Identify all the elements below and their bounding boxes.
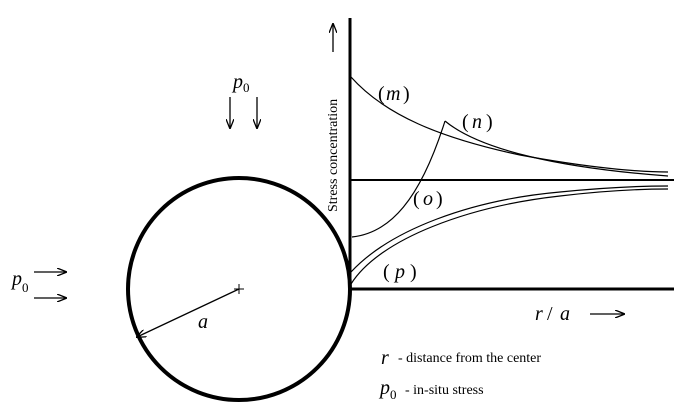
curve-n-letter: n — [472, 111, 482, 133]
curve-m — [350, 76, 669, 173]
legend-p-subscript: 0 — [390, 387, 397, 402]
horizontal-load-label: p 0 — [10, 268, 29, 295]
x-axis-label-slash: / — [547, 303, 553, 325]
legend-p0: p 0 - in-situ stress — [378, 377, 484, 402]
radius-arrow — [137, 288, 240, 337]
legend-r-text: - distance from the center — [398, 351, 541, 366]
horizontal-load-subscript: 0 — [22, 280, 29, 295]
horizontal-load-symbol: p — [10, 268, 22, 290]
curve-n — [444, 120, 669, 177]
vertical-load-subscript: 0 — [243, 80, 250, 95]
paren-open: ( — [378, 83, 385, 105]
curve-o-letter: o — [423, 188, 433, 210]
paren-close: ) — [410, 261, 417, 283]
paren-open: ( — [383, 261, 390, 283]
curve-label-m: ( m ) — [378, 83, 410, 105]
curve-m-letter: m — [386, 83, 400, 105]
legend-p-symbol: p — [378, 377, 390, 399]
vertical-load-label: p 0 — [231, 71, 250, 95]
curve-label-o: ( o ) — [413, 188, 443, 210]
paren-close: ) — [486, 111, 493, 133]
curve-p-upper — [350, 185, 669, 273]
curve-label-n: ( n ) — [462, 111, 493, 133]
radius-label: a — [198, 311, 208, 333]
legend-r-symbol: r — [381, 347, 389, 369]
paren-close: ) — [403, 83, 410, 105]
paren-open: ( — [413, 188, 420, 210]
paren-open: ( — [462, 111, 469, 133]
curve-label-p: ( p ) — [383, 261, 417, 283]
x-axis-label: r / a — [535, 303, 570, 325]
legend-p-text: - in-situ stress — [405, 383, 484, 398]
curve-o — [351, 120, 446, 238]
vertical-load-symbol: p — [231, 71, 243, 93]
legend-r: r - distance from the center — [381, 347, 541, 369]
y-axis-label: Stress concentration — [326, 99, 341, 212]
curve-p-lower — [350, 188, 669, 285]
curve-p-letter: p — [393, 261, 405, 283]
x-axis-label-a: a — [560, 303, 570, 325]
x-axis-label-r: r — [535, 303, 543, 325]
paren-close: ) — [436, 188, 443, 210]
